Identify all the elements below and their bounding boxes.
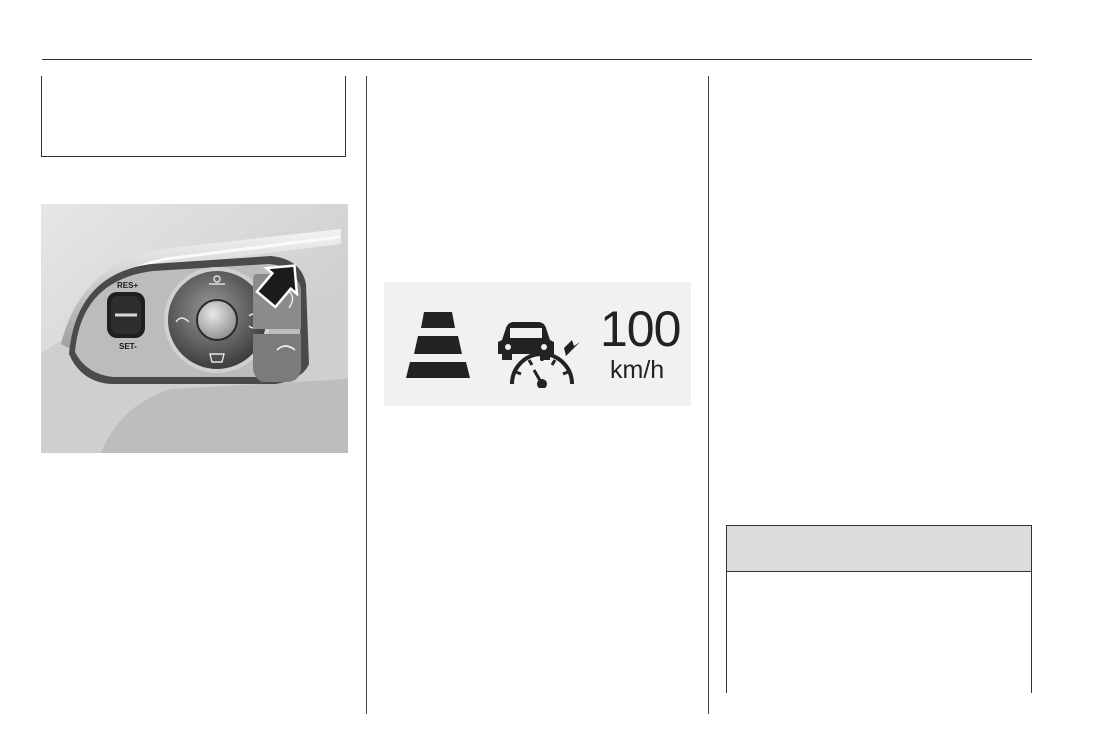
speed-value: 100 <box>600 301 681 357</box>
note-box <box>41 76 346 157</box>
column-divider-left <box>366 76 367 714</box>
top-rule <box>42 59 1032 60</box>
column-divider-right <box>708 76 709 714</box>
speed-limiter-icon <box>498 322 580 388</box>
res-plus-label: RES+ <box>117 281 138 290</box>
speed-unit: km/h <box>610 356 665 384</box>
steering-wheel-controls-photo: RES+ SET- <box>41 204 348 453</box>
warning-box <box>726 525 1032 693</box>
set-minus-label: SET- <box>119 342 137 351</box>
warning-box-header <box>727 526 1031 572</box>
lane-assist-icon <box>406 312 470 378</box>
instrument-cluster-display: 100 km/h <box>384 282 691 406</box>
